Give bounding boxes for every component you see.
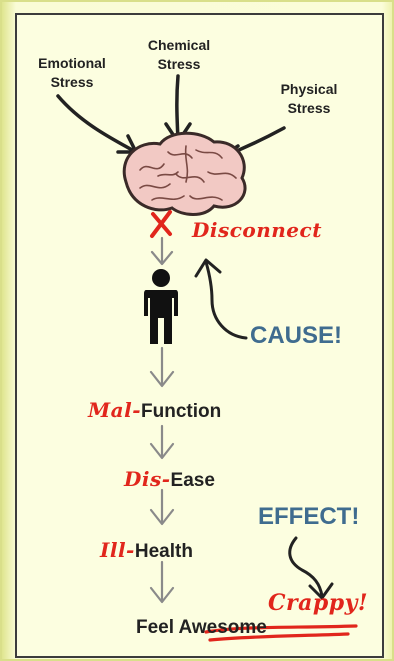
step-illhealth: Ill-Health: [100, 538, 193, 563]
down-arrow: [151, 426, 173, 458]
down-arrow: [152, 238, 172, 264]
brain-icon: [124, 133, 245, 214]
cause-arrow: [196, 260, 246, 338]
effect-arrow: [290, 538, 332, 598]
chemical-stress-line2: Stress: [140, 55, 218, 74]
physical-stress-line2: Stress: [270, 99, 348, 118]
step-prefix: Mal-: [88, 398, 141, 422]
step-word: Function: [141, 401, 221, 422]
down-arrow: [151, 348, 173, 386]
step-prefix: Dis-: [124, 467, 171, 491]
emotional-stress-line2: Stress: [32, 73, 112, 92]
chemical-stress-label: Chemical Stress: [140, 36, 218, 74]
physical-stress-label: Physical Stress: [270, 80, 348, 118]
emotional-stress-line1: Emotional: [32, 54, 112, 73]
step-disease: Dis-Ease: [124, 467, 215, 492]
disconnect-x-icon: [152, 212, 170, 236]
chemical-stress-line1: Chemical: [140, 36, 218, 55]
cause-label: CAUSE!: [250, 322, 342, 350]
down-arrow: [151, 562, 173, 602]
feel-line: Feel Awesome: [136, 617, 267, 639]
step-word: Health: [135, 541, 193, 562]
emotional-stress-arrow: [58, 96, 136, 152]
disconnect-label: Disconnect: [192, 218, 322, 242]
step-word: Ease: [171, 470, 215, 491]
feel-word: Feel: [136, 617, 174, 638]
emotional-stress-label: Emotional Stress: [32, 54, 112, 92]
physical-stress-line1: Physical: [270, 80, 348, 99]
down-arrow: [151, 490, 173, 524]
step-prefix: Ill-: [100, 538, 135, 562]
step-malfunction: Mal-Function: [88, 398, 221, 423]
awesome-struck-word: Awesome: [178, 617, 266, 638]
effect-label: EFFECT!: [258, 503, 359, 531]
person-icon: [144, 269, 178, 344]
crappy-label: Crappy!: [268, 590, 368, 616]
